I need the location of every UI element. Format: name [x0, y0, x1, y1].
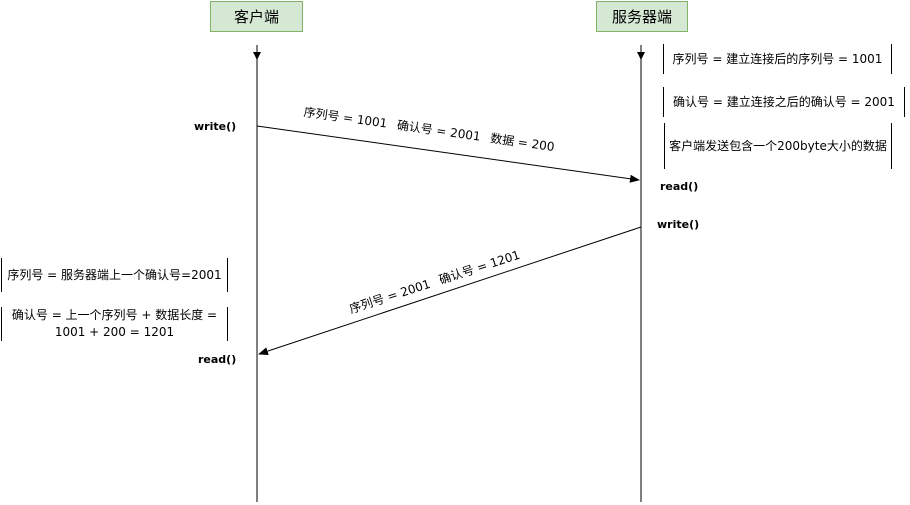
client-write-label: write(): [194, 120, 237, 133]
server-write-label: write(): [657, 218, 700, 231]
client-read-label: read(): [198, 353, 237, 366]
server-note-send: 客户端发送包含一个200byte大小的数据: [664, 123, 892, 169]
server-note-seq-text: 序列号 = 建立连接后的序列号 = 1001: [672, 51, 883, 66]
server-note-ack-text: 确认号 = 建立连接之后的确认号 = 2001: [673, 94, 895, 109]
client-lifeline-arrow: [253, 52, 261, 60]
server-note-send-text: 客户端发送包含一个200byte大小的数据: [669, 138, 887, 153]
message1-arrow: [256, 125, 640, 183]
server-read-label: read(): [660, 180, 699, 193]
client-note-seq-text: 序列号 = 服务器端上一个确认号=2001: [7, 267, 222, 282]
client-actor-label: 客户端: [233, 8, 279, 26]
server-actor-box: 服务器端: [596, 1, 688, 32]
server-actor-label: 服务器端: [611, 8, 672, 26]
server-note-ack: 确认号 = 建立连接之后的确认号 = 2001: [663, 87, 905, 117]
client-note-ack: 确认号 = 上一个序列号 + 数据长度 = 1001 + 200 = 1201: [1, 307, 228, 341]
client-actor-box: 客户端: [210, 1, 303, 32]
message2-arrow: [258, 226, 642, 355]
client-note-ack-text: 确认号 = 上一个序列号 + 数据长度 = 1001 + 200 = 1201: [11, 308, 218, 339]
server-note-seq: 序列号 = 建立连接后的序列号 = 1001: [663, 44, 892, 74]
server-lifeline-arrow: [637, 52, 645, 60]
client-note-seq: 序列号 = 服务器端上一个确认号=2001: [1, 258, 228, 292]
